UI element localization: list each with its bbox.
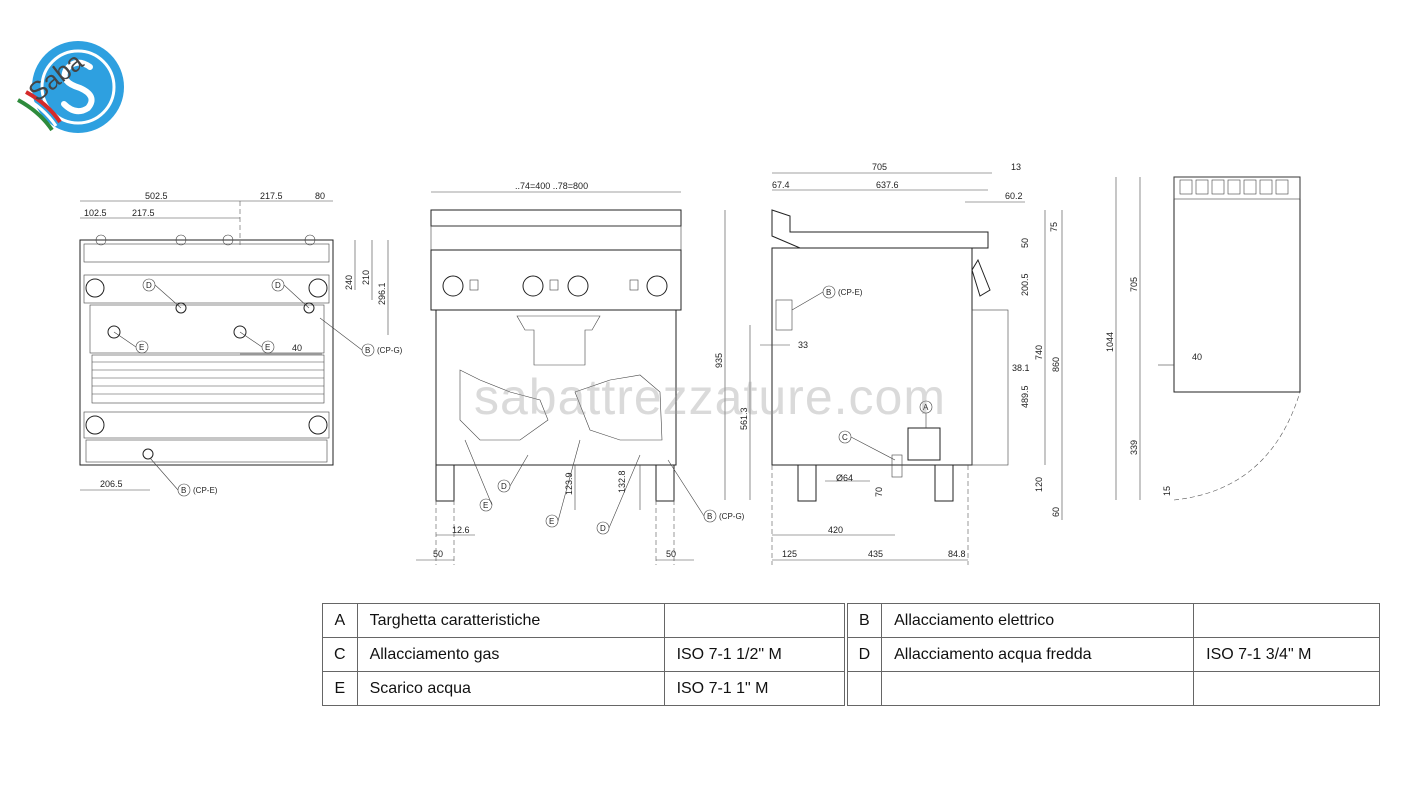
legend-spec: ISO 7-1 1/2" M	[663, 637, 845, 672]
legend-desc: Allacciamento elettrico	[881, 603, 1195, 638]
label-front-E1: E	[139, 343, 144, 352]
legend-desc: Allacciamento gas	[356, 637, 665, 672]
dim-side-l: 561.3	[739, 407, 749, 430]
label-mid-B-suffix: (CP-G)	[719, 512, 745, 521]
dim-side-a: 67.4	[772, 180, 790, 190]
dim-side-e: 50	[1020, 238, 1030, 248]
label-front-D1: D	[146, 281, 152, 290]
dim-side-top-right: 13	[1011, 162, 1021, 172]
dim-side-c: 60.2	[1005, 191, 1023, 201]
dim-side-u: 84.8	[948, 549, 966, 559]
dim-mid-h1: 123.9	[564, 472, 574, 495]
dim-side-o: 70	[874, 487, 884, 497]
dim-front-h1: 240	[344, 275, 354, 290]
dim-side-j: 489.5	[1020, 385, 1030, 408]
table-row: C Allacciamento gas ISO 7-1 1/2" M D All…	[322, 637, 1380, 672]
legend-spec	[1193, 603, 1380, 638]
dim-side-h: 860	[1051, 357, 1061, 372]
side-view: 705 13 67.4 637.6 60.2 75 50 200.5 740 8…	[714, 162, 1063, 565]
dim-plan-h: 339	[1129, 440, 1139, 455]
legend-desc: Targhetta caratteristiche	[356, 603, 665, 638]
dim-side-g: 740	[1034, 345, 1044, 360]
label-front-B: B	[181, 486, 186, 495]
dim-side-k: 935	[714, 353, 724, 368]
label-side-A: A	[923, 403, 929, 412]
label-side-B: B	[826, 288, 831, 297]
dim-front-overall: 502.5	[145, 191, 168, 201]
dim-side-i: 38.1	[1012, 363, 1030, 373]
dim-mid-w3: 50	[666, 549, 676, 559]
dim-plan-depth: 705	[1129, 277, 1139, 292]
dim-side-p: 120	[1034, 477, 1044, 492]
dim-mid-w2: 50	[433, 549, 443, 559]
dim-plan-small: 15	[1162, 486, 1172, 496]
label-front-BG-suffix: (CP-G)	[377, 346, 403, 355]
dim-front-a: 217.5	[260, 191, 283, 201]
dim-side-f: 200.5	[1020, 273, 1030, 296]
legend-key: D	[846, 637, 883, 672]
dim-side-s: 125	[782, 549, 797, 559]
dim-side-d: 75	[1049, 222, 1059, 232]
dim-front-f: 40	[292, 343, 302, 353]
dim-plan-w: 40	[1192, 352, 1202, 362]
dim-front-d: 217.5	[132, 208, 155, 218]
dim-side-m: 33	[798, 340, 808, 350]
watermark: sabattrezzature.com	[474, 369, 946, 425]
legend-key	[846, 671, 883, 706]
legend-key: B	[846, 603, 883, 638]
label-front-B-suffix: (CP-E)	[193, 486, 218, 495]
dim-mid-w1: 12.6	[452, 525, 470, 535]
dim-front-c: 102.5	[84, 208, 107, 218]
dim-side-depth: 705	[872, 162, 887, 172]
label-front-BG: B	[365, 346, 370, 355]
dim-side-q: 60	[1051, 507, 1061, 517]
front-view: 502.5 217.5 80 102.5 217.5 206.5 240 210…	[79, 191, 403, 497]
label-front-D2: D	[275, 281, 281, 290]
plan-view: 1044 705 40 339 15	[1105, 176, 1301, 501]
label-side-C: C	[842, 433, 848, 442]
table-row: E Scarico acqua ISO 7-1 1" M	[322, 671, 1380, 706]
legend-key: E	[322, 671, 358, 706]
technical-drawings: 502.5 217.5 80 102.5 217.5 206.5 240 210…	[79, 162, 1301, 565]
dim-front-e: 206.5	[100, 479, 123, 489]
legend-spec: ISO 7-1 1" M	[663, 671, 845, 706]
label-mid-E1: E	[483, 501, 488, 510]
legend-spec: ISO 7-1 3/4" M	[1193, 637, 1380, 672]
legend-desc: Allacciamento acqua fredda	[881, 637, 1195, 672]
legend-spec	[1193, 671, 1380, 706]
label-mid-E2: E	[549, 517, 554, 526]
dim-plan-total: 1044	[1105, 332, 1115, 352]
dim-front-b: 80	[315, 191, 325, 201]
legend-key: A	[322, 603, 358, 638]
label-mid-B: B	[707, 512, 712, 521]
dim-side-n: Ø64	[836, 473, 853, 483]
dim-front-h2: 210	[361, 270, 371, 285]
legend-key: C	[322, 637, 358, 672]
dim-side-t: 435	[868, 549, 883, 559]
dim-side-b: 637.6	[876, 180, 899, 190]
dim-front-h3: 296.1	[377, 282, 387, 305]
dim-mid-top: ..74=400 ..78=800	[515, 181, 588, 191]
dim-side-r: 420	[828, 525, 843, 535]
dim-mid-h2: 132.8	[617, 470, 627, 493]
legend-desc	[881, 671, 1195, 706]
table-row: A Targhetta caratteristiche B Allacciame…	[322, 603, 1380, 638]
label-front-E2: E	[265, 343, 270, 352]
mid-view: ..74=400 ..78=800 123.9 132.8 12.6 50 50…	[416, 181, 745, 565]
label-mid-D2: D	[600, 524, 606, 533]
label-side-B-suffix: (CP-E)	[838, 288, 863, 297]
legend-spec	[663, 603, 845, 638]
label-mid-D1: D	[501, 482, 507, 491]
legend-table: A Targhetta caratteristiche B Allacciame…	[322, 603, 1380, 706]
saba-logo: Saba	[17, 41, 124, 133]
legend-desc: Scarico acqua	[356, 671, 665, 706]
